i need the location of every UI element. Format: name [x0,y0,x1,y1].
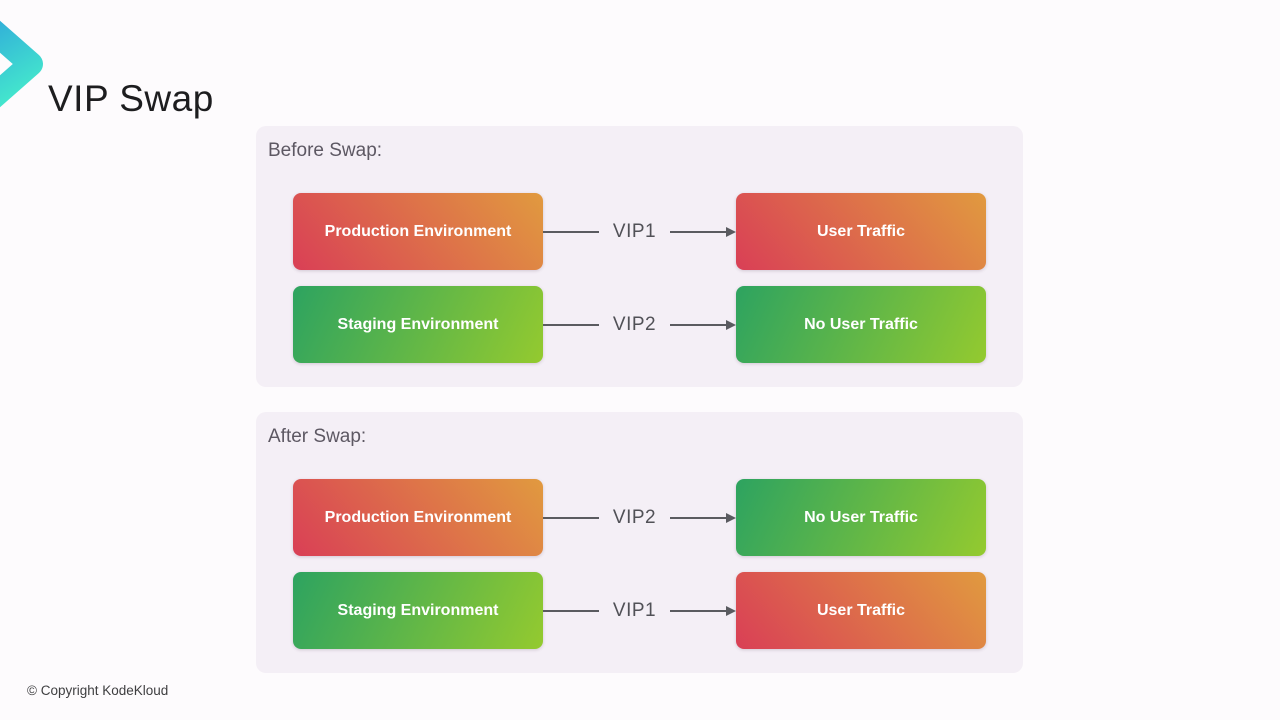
kodekloud-logo [0,8,46,120]
vip-label: VIP2 [612,313,657,335]
connector-line [543,609,599,612]
page-title: VIP Swap [48,77,214,119]
environment-label: Production Environment [324,508,512,526]
before-swap-panel: Before Swap: Production Environment VIP1… [256,126,1023,387]
chevron-icon [0,20,43,108]
connector-line [543,323,599,326]
diagram-content: Before Swap: Production Environment VIP1… [256,126,1023,673]
no-user-traffic-box: No User Traffic [736,479,986,556]
traffic-label: User Traffic [816,222,906,240]
production-environment-box: Production Environment [293,193,543,270]
vip-connector: VIP2 [543,506,737,529]
connector-line [670,516,727,519]
no-user-traffic-box: No User Traffic [736,286,986,363]
copyright-text: © Copyright KodeKloud [27,683,169,698]
user-traffic-box: User Traffic [736,193,986,270]
production-environment-box: Production Environment [293,479,543,556]
environment-label: Staging Environment [337,315,499,333]
after-swap-heading: After Swap: [268,426,367,447]
after-swap-panel: After Swap: Production Environment VIP2 … [256,412,1023,673]
traffic-label: User Traffic [816,601,906,619]
staging-environment-box: Staging Environment [293,572,543,649]
vip-connector: VIP1 [543,599,737,622]
arrowhead-icon [726,319,737,330]
arrowhead-icon [726,226,737,237]
flow-row: Staging Environment VIP1 User Traffic [293,572,986,649]
vip-connector: VIP1 [543,220,737,243]
flow-row: Staging Environment VIP2 No User Traffic [293,286,986,363]
flow-row: Production Environment VIP2 No User Traf… [293,479,986,556]
connector-line [670,609,727,612]
traffic-label: No User Traffic [804,508,918,526]
environment-label: Staging Environment [337,601,499,619]
vip-label: VIP1 [612,599,657,621]
user-traffic-box: User Traffic [736,572,986,649]
staging-environment-box: Staging Environment [293,286,543,363]
connector-line [670,230,727,233]
vip-label: VIP1 [612,220,657,242]
connector-line [670,323,727,326]
vip-connector: VIP2 [543,313,737,336]
environment-label: Production Environment [324,222,512,240]
arrowhead-icon [726,605,737,616]
connector-line [543,230,599,233]
traffic-label: No User Traffic [804,315,918,333]
flow-row: Production Environment VIP1 User Traffic [293,193,986,270]
arrowhead-icon [726,512,737,523]
vip-label: VIP2 [612,506,657,528]
connector-line [543,516,599,519]
before-swap-heading: Before Swap: [268,140,383,161]
